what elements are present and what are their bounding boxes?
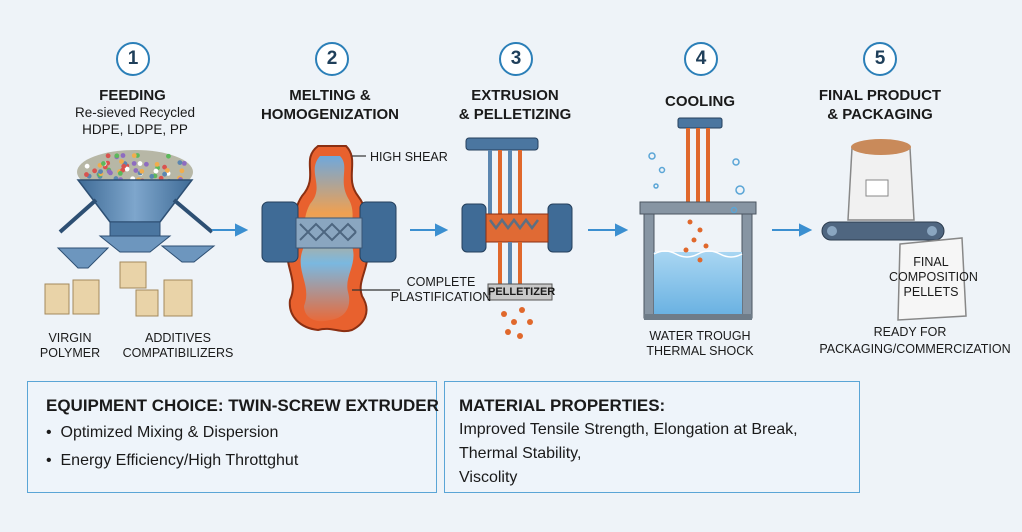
pellet — [162, 171, 168, 177]
step-2-title-line-2: HOMOGENIZATION — [260, 106, 400, 123]
step-3-number: 3 — [499, 42, 533, 76]
equipment-bullet-1-text: Optimized Mixing & Dispersion — [60, 424, 279, 441]
step-5-title-line-1: FINAL PRODUCT — [818, 87, 942, 104]
pellet — [92, 168, 98, 174]
pellet — [101, 161, 106, 166]
step-1-number: 1 — [116, 42, 150, 76]
pellet — [166, 153, 171, 159]
equipment-bullet-1: • Optimized Mixing & Dispersion — [46, 424, 279, 441]
complete-plastification-label-2: PLASTIFICATION — [390, 290, 492, 304]
pellet — [164, 168, 170, 173]
extruder-illustration — [461, 137, 573, 339]
step-4-number: 4 — [684, 42, 718, 76]
pellet — [154, 161, 160, 167]
compatibilizers-label: COMPATIBILIZERS — [122, 346, 234, 360]
pellet — [149, 174, 155, 179]
equipment-heading: EQUIPMENT CHOICE: TWIN-SCREW EXTRUDER — [46, 396, 439, 415]
pellet — [153, 168, 159, 174]
melt-barrel-illustration — [261, 145, 400, 333]
ready-label-2: PACKAGING/COMMERCIZATION — [819, 342, 1011, 356]
water-trough-label: WATER TROUGH — [649, 329, 751, 343]
step-2-number: 2 — [315, 42, 349, 76]
material-line-3: Viscolity — [459, 469, 518, 486]
pellet — [162, 164, 167, 170]
step-3-title-line-1: EXTRUSION — [471, 87, 559, 104]
pelletizer-label: PELLETIZER — [488, 286, 556, 298]
virgin-polymer-label-2: POLYMER — [39, 346, 101, 360]
step-5-title-line-2: & PACKAGING — [827, 106, 933, 123]
step-1-title: FEEDING — [99, 87, 166, 104]
step-5-number: 5 — [863, 42, 897, 76]
virgin-polymer-label-1: VIRGIN — [48, 331, 92, 345]
pellet — [131, 153, 137, 158]
material-line-1: Improved Tensile Strength, Elongation at… — [459, 421, 798, 438]
complete-plastification-label-1: COMPLETE — [406, 275, 476, 289]
equipment-bullet-2: • Energy Efficiency/High Throttghut — [46, 452, 299, 469]
pellet — [117, 170, 123, 176]
pellet — [179, 168, 185, 174]
pellet — [121, 163, 127, 169]
step-1-subtitle-line-2: HDPE, LDPE, PP — [82, 122, 188, 137]
step-3-title-line-2: & PELLETIZING — [458, 106, 572, 123]
bag-label-2: COMPOSITION — [889, 270, 978, 284]
pellet — [131, 161, 137, 166]
pellet — [105, 153, 111, 159]
step-4-title: COOLING — [665, 93, 735, 110]
pellet — [120, 153, 126, 158]
thermal-shock-label: THERMAL SHOCK — [646, 344, 754, 358]
step-1-subtitle-line-1: Re-sieved Recycled — [74, 105, 196, 120]
pellet — [177, 160, 183, 165]
pellet — [114, 153, 120, 159]
material-heading: MATERIAL PROPERTIES: — [459, 396, 666, 415]
pellet — [139, 168, 145, 174]
pellet — [137, 161, 143, 166]
hopper-illustration — [44, 150, 216, 317]
bag-label-3: PELLETS — [903, 285, 959, 299]
high-shear-label: HIGH SHEAR — [370, 150, 448, 164]
pellet — [119, 159, 124, 164]
pellet — [124, 166, 130, 172]
bag-label-1: FINAL — [913, 255, 949, 269]
equipment-bullet-2-text: Energy Efficiency/High Throttghut — [60, 452, 299, 469]
pellet — [133, 168, 139, 173]
material-box — [444, 381, 860, 493]
additives-label: ADDITIVES — [145, 331, 211, 345]
pellet — [181, 160, 187, 166]
flow-arrows — [212, 223, 813, 237]
pellet — [143, 161, 149, 167]
ready-label-1: READY FOR — [873, 325, 947, 339]
material-line-2: Thermal Stability, — [459, 445, 582, 462]
packaging-illustration — [821, 139, 967, 321]
pellet — [84, 163, 90, 169]
pellet — [84, 172, 89, 177]
step-2-title-line-1: MELTING & — [289, 87, 371, 104]
cooling-trough-illustration — [639, 117, 757, 320]
equipment-box — [27, 381, 437, 493]
pellet — [106, 169, 112, 175]
pellet — [98, 169, 103, 174]
